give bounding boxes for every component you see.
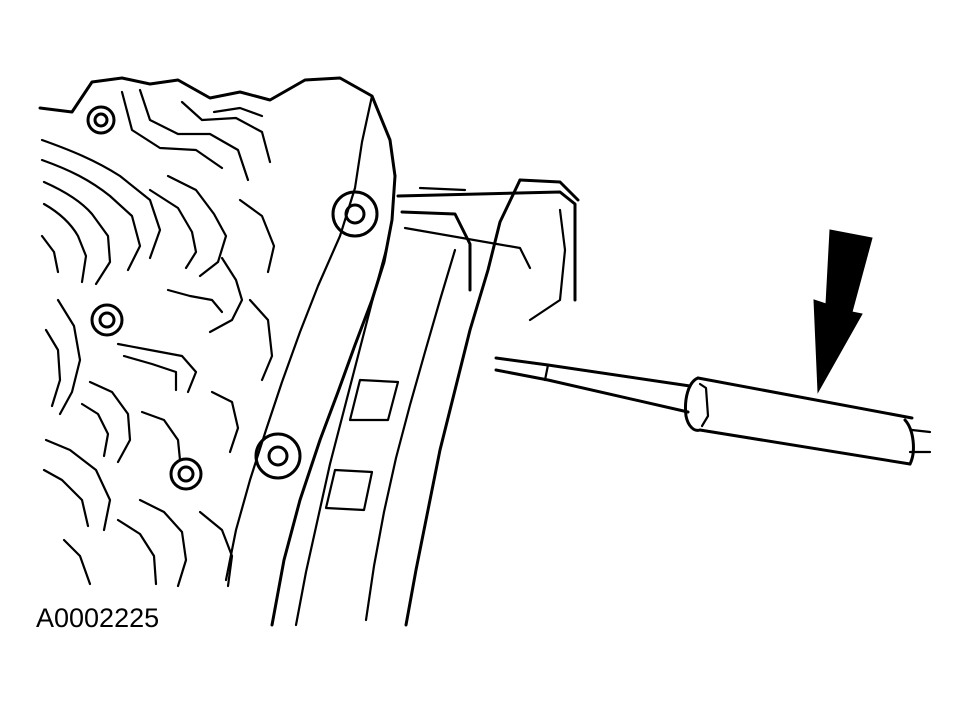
fluid-passages — [40, 88, 276, 588]
figure-id-label: A0002225 — [36, 603, 160, 633]
bolt-boss-top-left — [86, 105, 116, 135]
case-flange — [294, 178, 580, 627]
bolt-boss-upper — [331, 190, 379, 238]
seal-tool — [494, 356, 932, 466]
bolt-boss-mid-left — [90, 303, 124, 337]
valve-body-casting — [38, 76, 580, 627]
bolt-boss-lower — [254, 432, 302, 480]
direction-arrow — [813, 229, 873, 394]
bolt-boss-bottom — [169, 457, 203, 491]
